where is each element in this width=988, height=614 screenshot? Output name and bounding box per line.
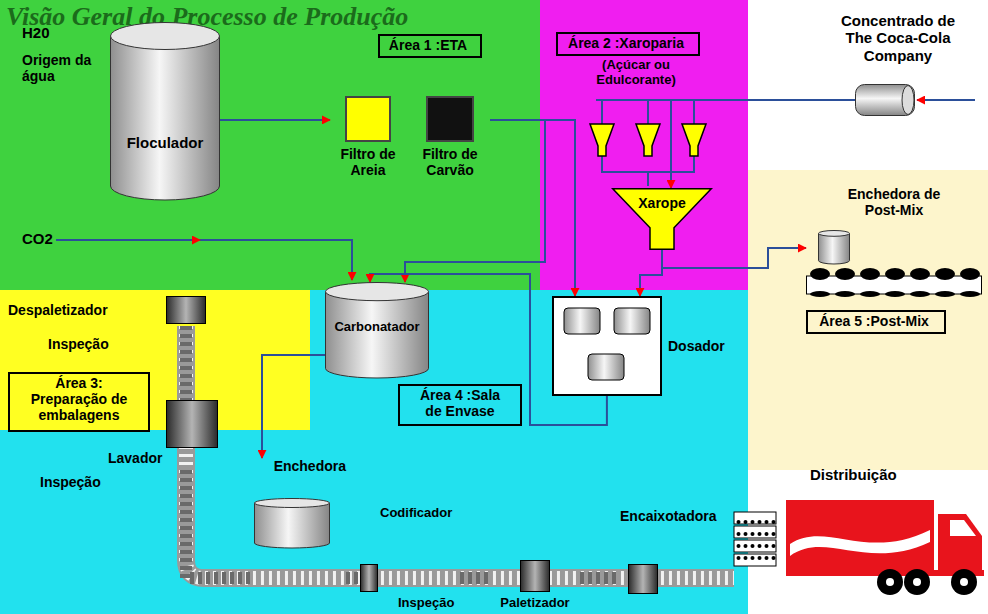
- conveyor-link: [346, 572, 360, 584]
- node-text: Enchedora de Post-Mix: [829, 186, 959, 218]
- filler-box: Enchedora: [250, 458, 346, 582]
- syrup-box: Xarope: [612, 188, 712, 250]
- tank-box: Floculador: [110, 22, 220, 200]
- area-label: Área 4 :Sala de Envase: [398, 384, 522, 426]
- area-region: [0, 430, 748, 614]
- node-text: Área 3: Preparação de embalagens: [19, 375, 139, 423]
- machine-box: Lavador: [108, 400, 220, 470]
- node-text: Área 2 :Xaroparia: [556, 35, 696, 51]
- water-source: Origem da água: [22, 52, 92, 84]
- filter-block: [426, 96, 474, 142]
- conveyor-link: [460, 572, 490, 584]
- filter-box: Filtro de Areia: [330, 96, 406, 182]
- node-text: Filtro de Carvão: [410, 146, 490, 178]
- conveyor-link: [180, 326, 192, 400]
- area-label: Área 5 :Post-Mix: [806, 310, 946, 334]
- tank-box: Carbonatador: [325, 282, 429, 378]
- pipe-arrow: [671, 100, 818, 188]
- node-text: Floculador: [110, 134, 220, 151]
- delivery-truck: [786, 500, 984, 596]
- tank-cylinder: [254, 498, 330, 548]
- node-text: Distribuição: [810, 466, 960, 483]
- pipe-arrow: [262, 355, 325, 458]
- ingredient-note: (Açúcar ou Edulcorante): [566, 58, 706, 88]
- pipe-arrow: [220, 119, 330, 121]
- filter-box: Filtro de Carvão: [410, 96, 490, 182]
- inspection-label: Inspeção: [398, 596, 478, 611]
- area-label: Área 3: Preparação de embalagens: [8, 372, 150, 432]
- gas-source: CO2: [22, 230, 72, 247]
- crate-stack: [734, 512, 776, 566]
- node-text: Codificador: [380, 506, 460, 521]
- sugar-funnel: [590, 124, 706, 156]
- node-text: Carbonatador: [325, 320, 429, 335]
- node-text: Área 5 :Post-Mix: [806, 313, 942, 329]
- machine-block: [360, 564, 378, 592]
- node-text: Encaixotadora: [620, 508, 732, 524]
- supply-box: Concentrado de The Coca-Cola Company: [818, 12, 978, 122]
- node-text: Despaletizador: [8, 302, 158, 318]
- doser-box: Dosador: [552, 296, 742, 396]
- area-region: [0, 290, 310, 430]
- area-label: Área 2 :Xaroparia: [556, 32, 700, 56]
- node-text: Xarope: [612, 195, 712, 211]
- conveyor-link: [580, 572, 620, 584]
- node-text: Dosador: [668, 338, 738, 354]
- pipe-arrow: [662, 248, 806, 268]
- inspection-label: Inspeção: [48, 336, 128, 352]
- area-region: [748, 170, 988, 470]
- doser-unit: [552, 296, 662, 396]
- node-text: Área 4 :Sala de Envase: [410, 387, 510, 419]
- conveyor-link: [186, 470, 250, 578]
- tank-cylinder: [110, 22, 220, 200]
- node-text: Concentrado de The Coca-Cola Company: [833, 12, 963, 64]
- post-mix-filler: [806, 230, 982, 296]
- area-region: [0, 0, 540, 290]
- machine-box: Paletizador: [490, 560, 580, 612]
- area-label: Área 1 :ETA: [378, 34, 482, 58]
- machine-block: [628, 564, 658, 594]
- filter-block: [345, 96, 391, 142]
- machine-box: Encaixotadora: [620, 508, 732, 594]
- node-text: Área 1 :ETA: [378, 37, 478, 53]
- machine-box: Codificador: [360, 506, 460, 592]
- machine-block: [520, 560, 550, 592]
- machine-box: Despaletizador: [8, 296, 208, 326]
- pipe-arrow: [640, 250, 662, 296]
- filler-box: Enchedora de Post-Mix: [806, 186, 982, 296]
- concentrate-tank: [855, 84, 915, 116]
- node-text: Lavador: [108, 450, 164, 466]
- machine-block: [166, 400, 218, 448]
- distribution-box: Distribuição: [786, 466, 986, 598]
- node-text: Paletizador: [490, 596, 580, 611]
- machine-block: [166, 296, 206, 324]
- node-text: Filtro de Areia: [330, 146, 406, 178]
- inspection-label: Inspeção: [40, 474, 120, 490]
- area-region: [540, 0, 748, 290]
- water-source: H20: [22, 24, 82, 41]
- pipe-arrow: [405, 120, 545, 282]
- node-text: Enchedora: [250, 458, 346, 474]
- pipe-arrow: [490, 120, 575, 296]
